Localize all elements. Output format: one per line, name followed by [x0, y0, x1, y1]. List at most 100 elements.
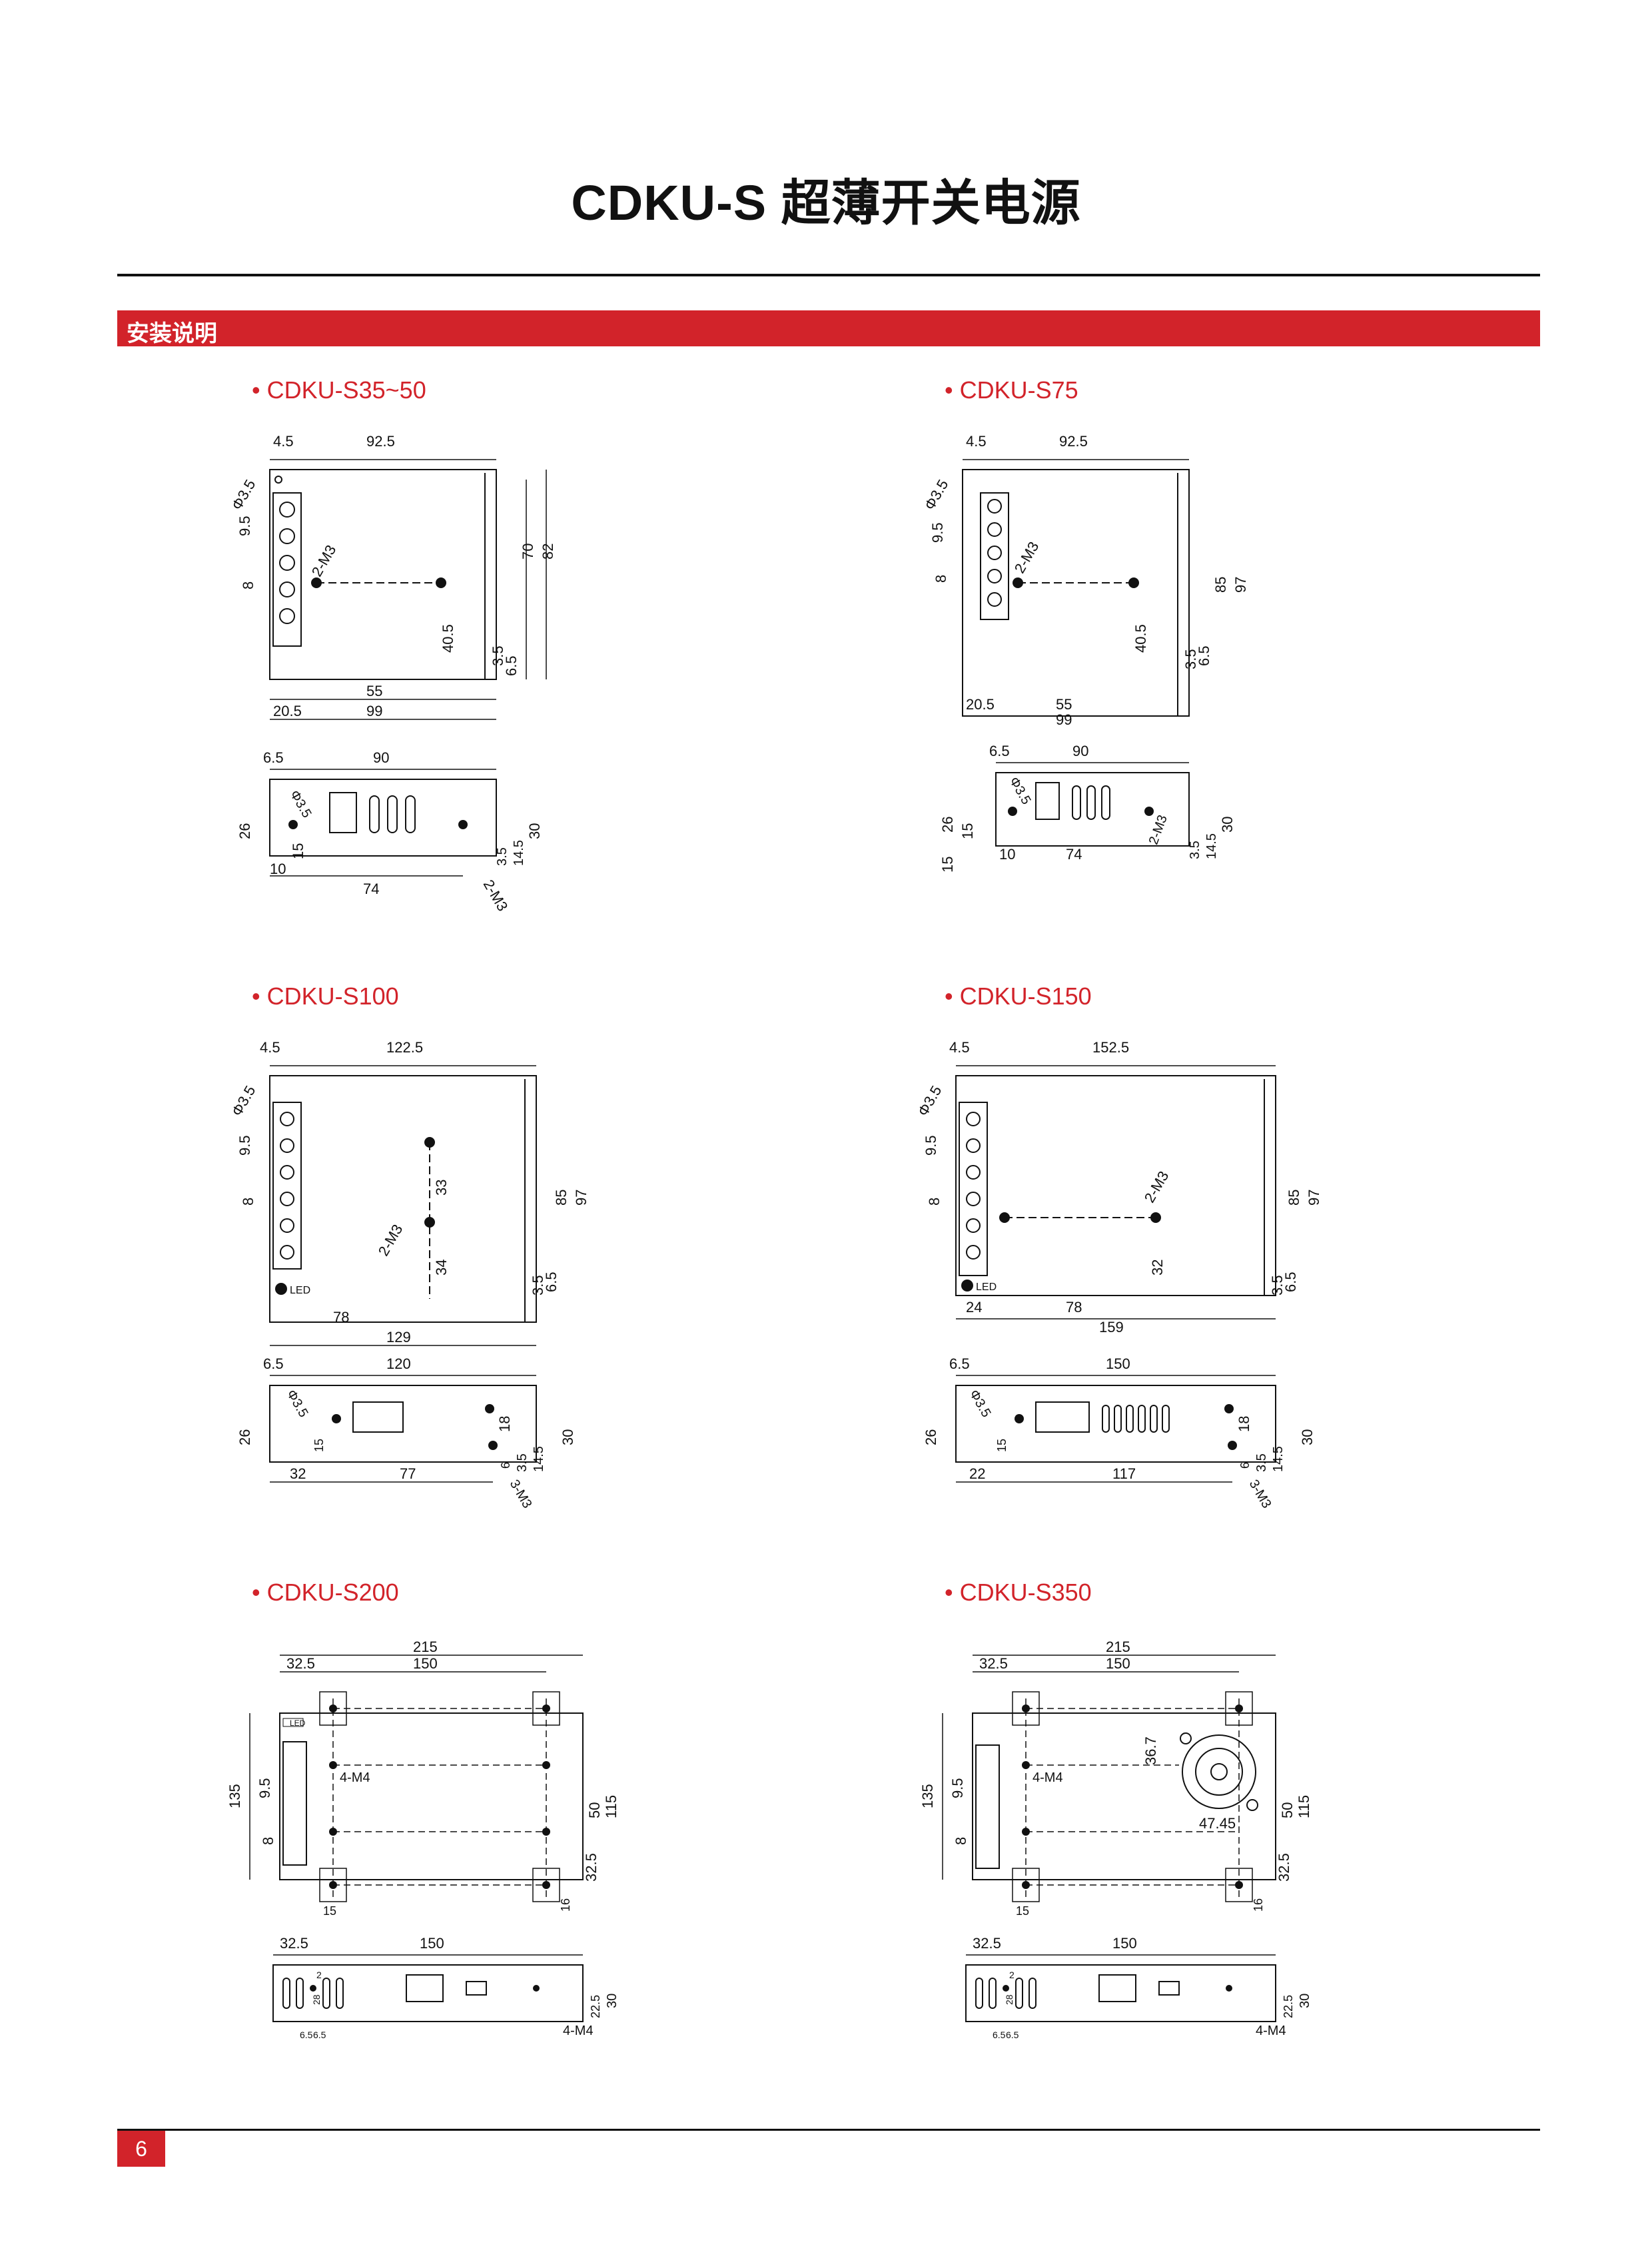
dim-label: Φ3.5	[921, 477, 952, 513]
dim-label: 3.5	[515, 1453, 530, 1472]
dim-label: 159	[1099, 1319, 1124, 1335]
dim-label: 70	[520, 544, 536, 560]
dim-label: 9.5	[929, 522, 946, 543]
model-label-s100: • CDKU-S100	[252, 982, 399, 1010]
dim-label: 8	[953, 1837, 969, 1845]
dim-label: Φ3.5	[967, 1387, 994, 1420]
dim-label: 97	[1232, 577, 1249, 593]
model-label-s200: • CDKU-S200	[252, 1579, 399, 1606]
dim-label: 4.5	[966, 433, 987, 450]
dim-label: 6.5	[263, 749, 284, 766]
dim-label: 115	[603, 1795, 620, 1818]
dim-label: 16	[1252, 1898, 1265, 1912]
dim-label: 152.5	[1092, 1039, 1129, 1056]
dim-label: 2-M3	[375, 1222, 406, 1259]
dim-label: 77	[400, 1465, 416, 1482]
dim-label: 129	[386, 1329, 411, 1345]
dim-label: 97	[1306, 1190, 1322, 1206]
dim-label: 32.5	[280, 1935, 308, 1952]
dim-label: 6.5	[1006, 2030, 1019, 2040]
dim-label: 4-M4	[1256, 2024, 1286, 2038]
dim-label: 2-M3	[1011, 539, 1042, 576]
dim-label: 32.5	[1276, 1853, 1292, 1882]
dim-label: 15	[323, 1904, 336, 1918]
dim-label: 6.5	[1282, 1272, 1299, 1292]
dim-label: 50	[1279, 1802, 1296, 1818]
dim-label: 32.5	[583, 1853, 600, 1882]
dim-label: 55	[366, 683, 382, 699]
dim-label: 78	[1066, 1299, 1082, 1315]
section-banner: 安装说明	[117, 310, 1540, 346]
dim-label: 97	[573, 1190, 590, 1206]
dim-label: 4-M4	[563, 2024, 594, 2038]
dim-label: 215	[413, 1639, 438, 1655]
dim-label: 74	[1066, 846, 1082, 863]
dim-label: 33	[433, 1180, 450, 1196]
dim-label: 47.45	[1199, 1815, 1236, 1832]
dim-label: 6.5	[263, 1355, 284, 1372]
dim-label: 90	[373, 749, 389, 766]
dim-label: 150	[413, 1655, 438, 1672]
dim-label: 4-M4	[340, 1770, 370, 1785]
dim-label: 30	[1219, 817, 1236, 833]
dim-label: 22.5	[1282, 1995, 1295, 2018]
dim-label: 3-M3	[507, 1477, 535, 1511]
dim-label: 85	[553, 1190, 570, 1206]
dim-label: 30	[605, 1994, 620, 2008]
dim-label: 18	[496, 1416, 513, 1432]
dim-label: Φ3.5	[915, 1083, 945, 1119]
dim-label: 36.7	[1142, 1736, 1159, 1765]
dim-label: 6.5	[1196, 645, 1212, 666]
dim-label: 15	[312, 1439, 326, 1452]
dim-label: 150	[1106, 1355, 1130, 1372]
dim-label: 30	[1298, 1994, 1312, 2008]
dim-label: 4.5	[949, 1039, 970, 1056]
model-label-s35-50: • CDKU-S35~50	[252, 376, 426, 404]
dim-label: 6	[499, 1462, 512, 1469]
dim-label: 150	[1112, 1935, 1137, 1952]
dim-label: 15	[959, 823, 976, 839]
dim-label: 18	[1236, 1416, 1252, 1432]
dim-label: 74	[363, 881, 379, 897]
dim-label: 50	[586, 1802, 603, 1818]
dim-label: 26	[939, 817, 956, 833]
dim-label: 9.5	[256, 1778, 273, 1798]
dim-label: 82	[540, 544, 556, 560]
dim-label: 99	[1056, 711, 1072, 728]
dim-label: 6.5	[313, 2030, 326, 2040]
dim-label: 15	[1016, 1904, 1029, 1918]
dim-label: 28	[311, 1994, 322, 2005]
drawing-s35-50-top: 4.5 92.5 Φ3.5 9.5 8 2-M3 70 82 40.5 3.5 …	[228, 433, 580, 726]
dim-label: 32.5	[979, 1655, 1008, 1672]
dim-label: 14.5	[1271, 1446, 1286, 1472]
model-label-s150: • CDKU-S150	[945, 982, 1092, 1010]
dim-label: 135	[226, 1784, 243, 1808]
model-label-s350: • CDKU-S350	[945, 1579, 1092, 1606]
dim-label: Φ3.5	[228, 1083, 259, 1119]
drawing-s35-50-side: 6.5 90 Φ3.5 26 15 10 74 3.5 14.5 30 2-M3	[233, 746, 580, 914]
dim-label: 78	[333, 1309, 349, 1325]
dim-label: 22	[969, 1465, 985, 1482]
dim-label: 3.5	[530, 1275, 546, 1296]
dim-label: 150	[420, 1935, 444, 1952]
dim-label: 120	[386, 1355, 411, 1372]
dim-label: 117	[1112, 1465, 1136, 1482]
dim-label: 20.5	[273, 703, 302, 719]
header-rule	[117, 274, 1540, 276]
drawing-s100-side: 6.5 120 Φ3.5 26 15 18 3.5 14.5 30 6 32 7…	[233, 1352, 606, 1511]
dim-label: 15	[290, 843, 306, 859]
dim-label: 15	[995, 1439, 1009, 1452]
dim-label: 6.5	[989, 743, 1010, 759]
dim-label: 9.5	[236, 516, 253, 536]
dim-label: 32.5	[286, 1655, 315, 1672]
dim-label: 14.5	[532, 1446, 546, 1472]
dim-label: 2-M3	[480, 877, 512, 914]
dim-label: LED	[290, 1285, 310, 1296]
dim-label: 3.5	[1188, 841, 1202, 859]
dim-label: 215	[1106, 1639, 1130, 1655]
dim-label: 4.5	[260, 1039, 280, 1056]
dim-label: 6.5	[993, 2030, 1006, 2040]
drawing-s350-side: 32.5 150 2 28 6.5 6.5 22.5 30 4-M4	[919, 1932, 1319, 2052]
dim-label: 28	[1004, 1994, 1015, 2005]
dim-label: Φ3.5	[1007, 775, 1034, 807]
